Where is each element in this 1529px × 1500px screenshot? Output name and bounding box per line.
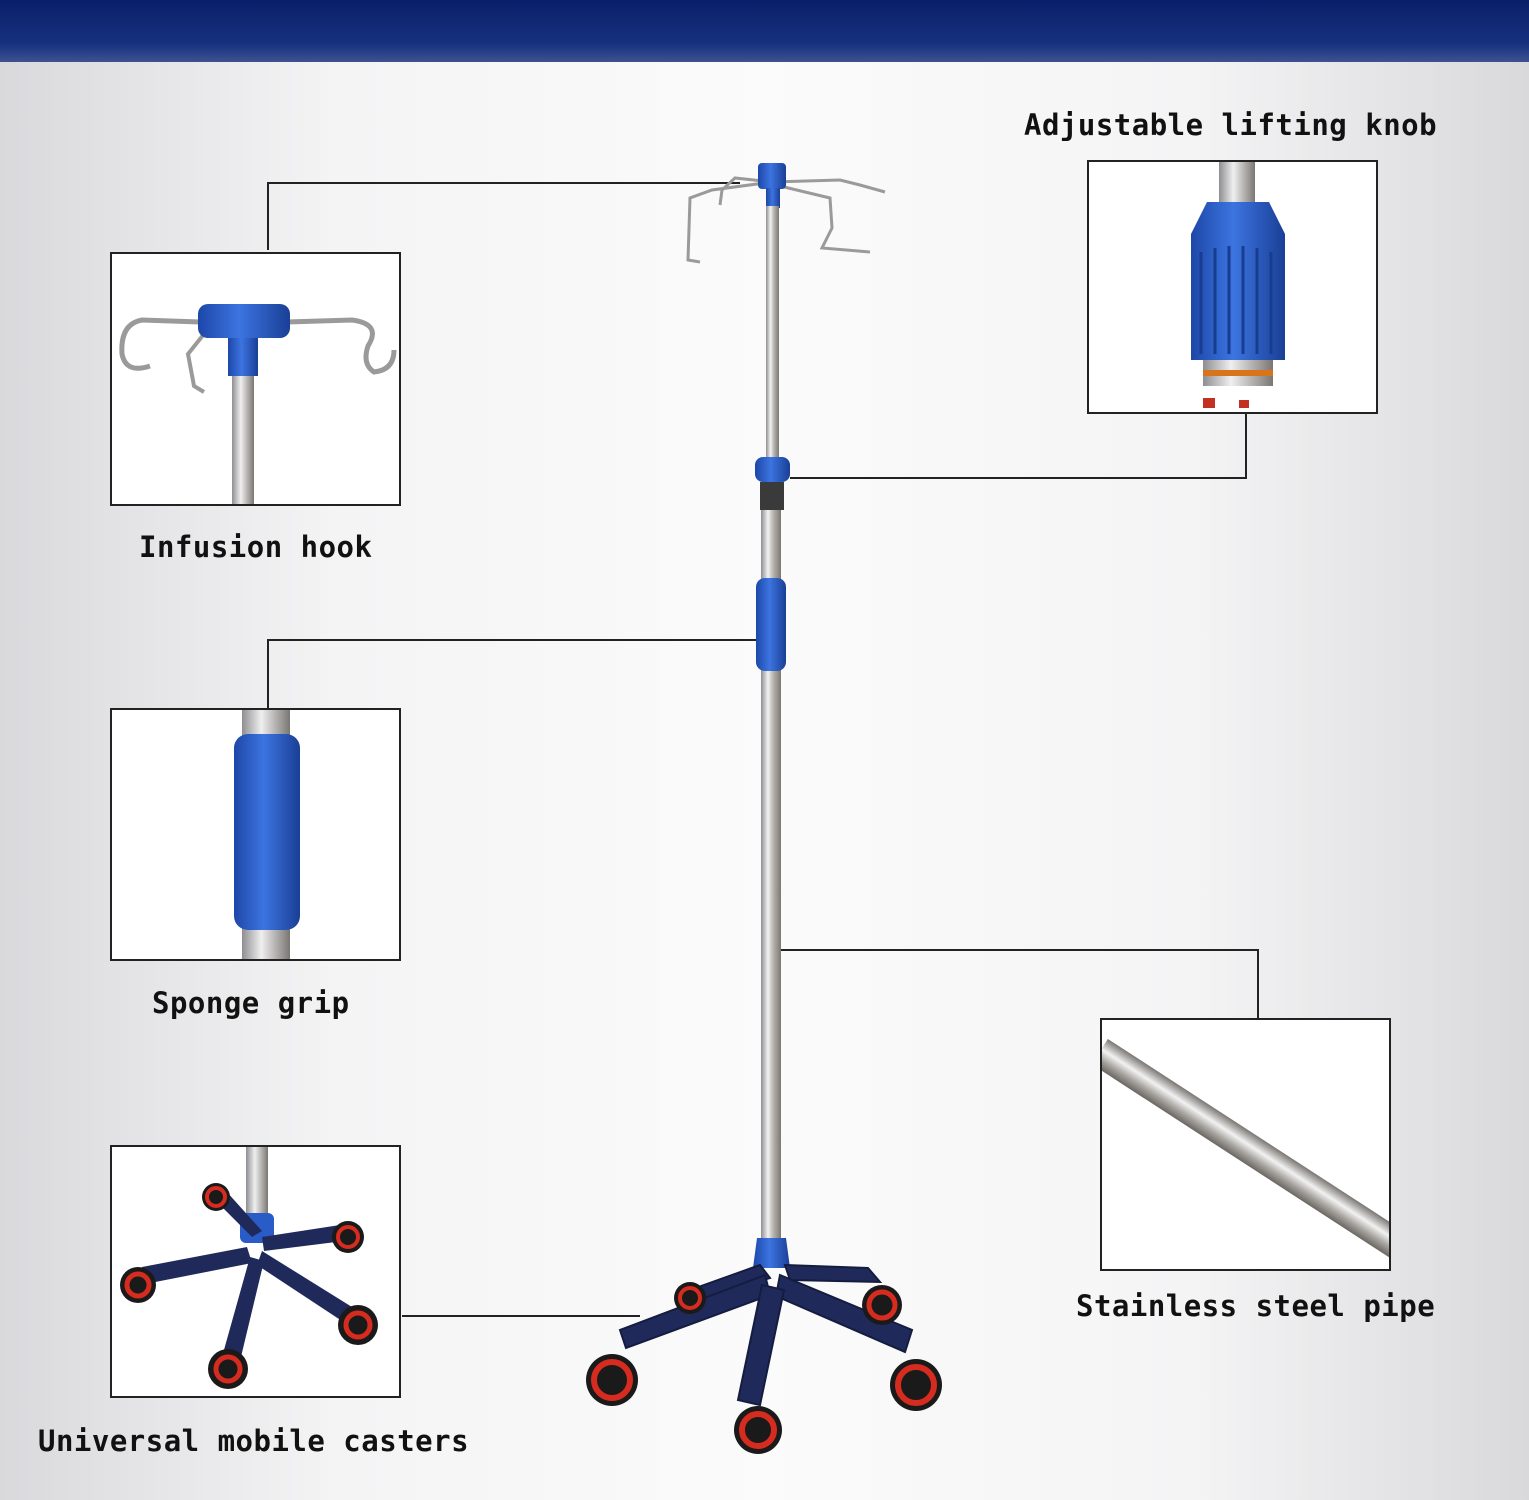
infusion-hook-panel [110, 252, 401, 506]
pole-lower [761, 510, 781, 1245]
grip-on-pole [756, 578, 786, 671]
leader-lifting-knob [790, 413, 1247, 479]
sponge-grip-detail [234, 710, 300, 959]
label-lifting-knob: Adjustable lifting knob [1024, 108, 1438, 142]
casters-panel [110, 1145, 401, 1398]
lifting-knob-detail [1191, 162, 1285, 408]
top-cap [758, 163, 786, 189]
leader-infusion-hook [267, 182, 740, 250]
pole-upper [766, 206, 779, 461]
label-infusion-hook: Infusion hook [139, 530, 373, 564]
label-steel-pipe: Stainless steel pipe [1076, 1289, 1436, 1323]
header-banner [0, 0, 1529, 62]
knob-on-pole [755, 457, 790, 482]
sponge-grip-panel [110, 708, 401, 961]
casters-detail [120, 1147, 378, 1389]
steel-pipe-panel [1100, 1018, 1391, 1271]
steel-pipe-detail [1102, 1038, 1389, 1261]
label-sponge-grip: Sponge grip [152, 986, 350, 1020]
lifting-knob-panel [1087, 160, 1378, 414]
pole-casters [586, 1282, 942, 1454]
label-casters: Universal mobile casters [38, 1424, 470, 1458]
leader-sponge-grip [267, 639, 757, 708]
top-hooks [686, 176, 886, 264]
infusion-hook-detail [119, 304, 397, 504]
leader-lines [267, 182, 1259, 1317]
leader-steel-pipe [779, 949, 1259, 1018]
pole-base [618, 1263, 914, 1407]
